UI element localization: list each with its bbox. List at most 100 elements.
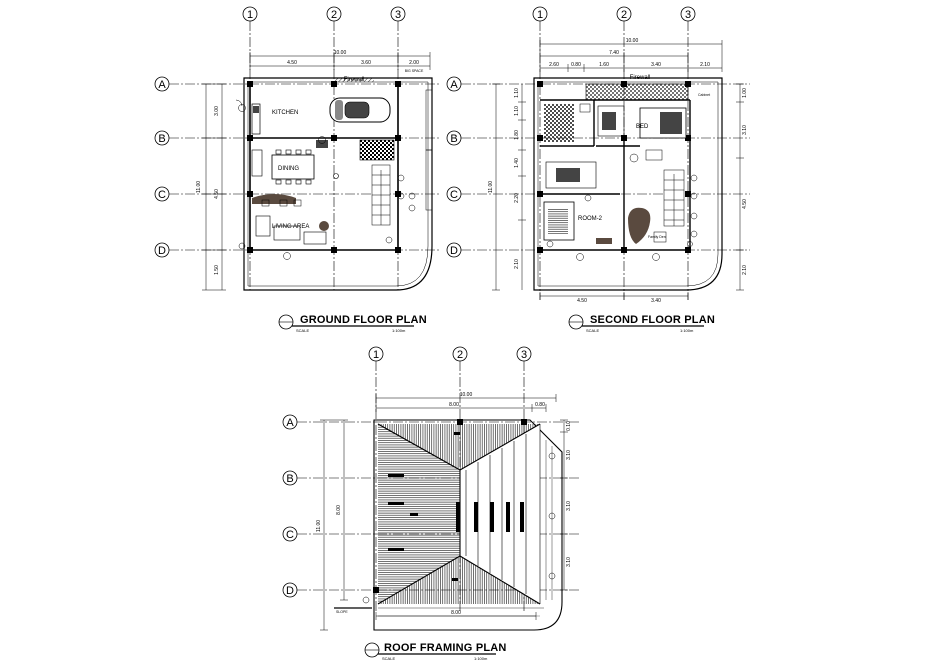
second-firewall-label: Firewall — [630, 75, 651, 81]
roof-right-dim-3: 3.10 — [566, 501, 572, 511]
second-span-1: 2.60 — [549, 62, 559, 68]
roof-hips — [377, 423, 541, 605]
roof-columns — [373, 419, 527, 593]
family-den-chair-icon — [628, 207, 667, 244]
ground-row-dim-3: 1.50 — [214, 265, 220, 275]
roof-slope-note: SLOPE — [336, 610, 348, 614]
roof-row-c: C — [286, 529, 294, 541]
second-left-dim-2: 1.10 — [514, 106, 520, 116]
second-col-3: 3 — [685, 9, 691, 21]
second-row-d: D — [450, 245, 458, 257]
roof-scale: 1:100m — [474, 656, 488, 661]
dining-label: DINING — [278, 166, 299, 172]
ground-span-3: 2.00 — [409, 60, 419, 66]
ground-outer-wall — [243, 77, 433, 291]
second-scale: 1:100m — [680, 328, 694, 333]
ground-row-c: C — [158, 189, 166, 201]
roof-trusses — [388, 432, 524, 581]
roof-col-1: 1 — [373, 349, 379, 361]
second-left-dim-1: 1.10 — [514, 88, 520, 98]
second-right-dim-4: 2.10 — [742, 265, 748, 275]
second-right-dim-3: 4.50 — [742, 199, 748, 209]
roof-row-a: A — [286, 417, 294, 429]
second-floor-plan — [446, 6, 750, 330]
living-furniture — [252, 140, 339, 245]
room2-label: ROOM-2 — [578, 216, 603, 222]
second-grid-columns — [532, 6, 696, 300]
second-dimensions — [492, 40, 744, 300]
bed-label: BED — [636, 124, 649, 130]
roof-right-dim-2: 3.10 — [566, 450, 572, 460]
roof-row-b: B — [286, 473, 293, 485]
second-span-2: 0.80 — [571, 62, 581, 68]
second-columns — [537, 81, 691, 253]
second-span-3: 1.60 — [599, 62, 609, 68]
ground-col-2: 2 — [331, 9, 337, 21]
roof-outline — [373, 419, 563, 631]
second-right-dim-1: 1.00 — [742, 88, 748, 98]
second-span-5: 2.10 — [700, 62, 710, 68]
second-row-a: A — [450, 79, 458, 91]
dining-table-icon — [271, 149, 315, 185]
ground-col-1: 1 — [247, 9, 253, 21]
second-text: 1 2 3 A B C D 10.00 7.40 2.60 0.80 1.60 … — [450, 9, 748, 333]
roof-framing-plan — [282, 346, 580, 658]
roof-right-dim-4: 3.10 — [566, 557, 572, 567]
second-col-1: 1 — [537, 9, 543, 21]
room2-bed-icon — [543, 201, 612, 244]
roof-overall-width: 10.00 — [460, 392, 473, 398]
ground-dimensions — [202, 52, 431, 291]
ground-columns — [247, 81, 401, 253]
second-bottom-dim-2: 3.40 — [651, 298, 661, 304]
ground-col-3: 3 — [395, 9, 401, 21]
ground-title: GROUND FLOOR PLAN — [300, 314, 427, 326]
car-icon — [329, 97, 391, 123]
roof-scale-label: SCALE — [382, 656, 395, 661]
ground-span-2: 3.60 — [361, 60, 371, 66]
ground-row-d: D — [158, 245, 166, 257]
second-outer-wall — [533, 77, 723, 291]
second-overall-width: 10.00 — [626, 38, 639, 44]
roof-left-outer-dim: 11.00 — [316, 520, 322, 532]
ground-row-a: A — [158, 79, 166, 91]
roof-right-dim-1: 0.10 — [566, 421, 572, 431]
second-left-dim-6: 2.10 — [514, 259, 520, 269]
ground-overall-width: 10.00 — [334, 50, 347, 56]
ground-title-block — [278, 314, 414, 330]
second-overall-height: 11.00 — [488, 181, 494, 193]
second-scale-label: SCALE — [586, 328, 599, 333]
ground-firewall-label: Firewall — [344, 77, 365, 83]
second-col-2: 2 — [621, 9, 627, 21]
second-title: SECOND FLOOR PLAN — [590, 314, 715, 326]
ground-row-dim-1: 3.00 — [214, 106, 220, 116]
second-left-dim-5: 2.20 — [514, 193, 520, 203]
ground-note: BIG SPACE — [405, 69, 424, 73]
second-row-c: C — [450, 189, 458, 201]
roof-bottom-dim: 8.00 — [451, 610, 461, 616]
second-title-block — [568, 314, 704, 330]
second-top-dim: 7.40 — [609, 50, 619, 56]
ground-overall-height: 11.00 — [196, 181, 202, 193]
second-stairs — [645, 149, 685, 227]
ground-scale-label: SCALE — [296, 328, 309, 333]
kitchen-label: KITCHEN — [272, 110, 298, 116]
living-label: LIVING AREA — [272, 224, 309, 230]
ground-floor-plan — [154, 6, 440, 330]
ground-span-1: 4.50 — [287, 60, 297, 66]
master-bed-icon — [597, 105, 687, 139]
ground-row-dim-2: 4.50 — [214, 189, 220, 199]
second-row-b: B — [450, 133, 457, 145]
ground-text: 1 2 3 A B C D 10.00 4.50 3.60 2.00 BIG S… — [158, 9, 427, 333]
roof-mid-dim-1: 8.00 — [449, 402, 459, 408]
second-note: Cabinet — [698, 93, 710, 97]
second-span-4: 3.40 — [651, 62, 661, 68]
second-left-dim-4: 1.40 — [514, 158, 520, 168]
second-right-dim-2: 3.10 — [742, 125, 748, 135]
ground-stairs — [359, 139, 395, 226]
roof-col-3: 3 — [521, 349, 527, 361]
second-left-dim-3: 1.80 — [514, 130, 520, 140]
ground-row-b: B — [158, 133, 165, 145]
roof-text: 1 2 3 A B C D 10.00 8.00 0.80 0.10 3.10 … — [286, 349, 572, 661]
roof-mid-dim-2: 0.80 — [535, 402, 545, 408]
